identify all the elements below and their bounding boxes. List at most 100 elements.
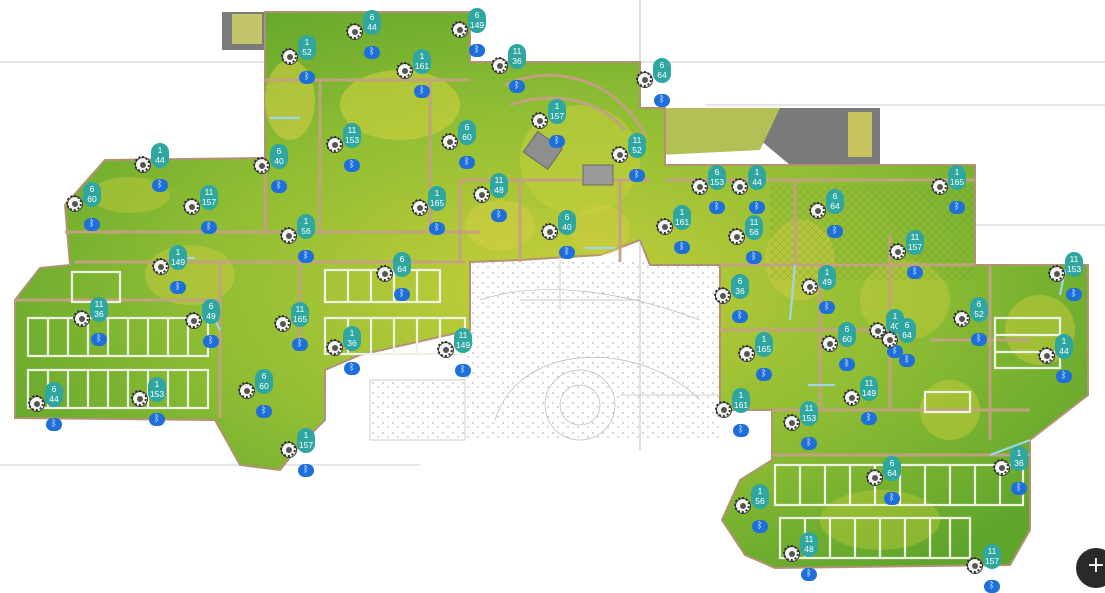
bluetooth-icon[interactable]: ᛒ [271,180,287,193]
bluetooth-icon[interactable]: ᛒ [549,135,565,148]
wifi-access-point-icon[interactable] [734,497,751,514]
bluetooth-icon[interactable]: ᛒ [152,179,168,192]
bluetooth-icon[interactable]: ᛒ [491,209,507,222]
bluetooth-icon[interactable]: ᛒ [733,424,749,437]
bluetooth-icon[interactable]: ᛒ [344,362,360,375]
wifi-access-point-icon[interactable] [1048,265,1065,282]
bluetooth-icon[interactable]: ᛒ [469,44,485,57]
wifi-access-point-icon[interactable] [656,218,673,235]
bluetooth-icon[interactable]: ᛒ [827,225,843,238]
wifi-access-point-icon[interactable] [152,258,169,275]
wifi-access-point-icon[interactable] [821,335,838,352]
wifi-access-point-icon[interactable] [731,178,748,195]
bluetooth-icon[interactable]: ᛒ [884,492,900,505]
bluetooth-icon[interactable]: ᛒ [394,288,410,301]
bluetooth-icon[interactable]: ᛒ [709,201,725,214]
wifi-access-point-icon[interactable] [783,545,800,562]
bluetooth-icon[interactable]: ᛒ [839,358,855,371]
wifi-access-point-icon[interactable] [274,315,291,332]
wifi-access-point-icon[interactable] [346,23,363,40]
bluetooth-icon[interactable]: ᛒ [674,241,690,254]
bluetooth-icon[interactable]: ᛒ [756,368,772,381]
wifi-access-point-icon[interactable] [691,178,708,195]
wifi-access-point-icon[interactable] [715,401,732,418]
bluetooth-icon[interactable]: ᛒ [654,94,670,107]
bluetooth-icon[interactable]: ᛒ [861,412,877,425]
bluetooth-icon[interactable]: ᛒ [509,80,525,93]
wifi-access-point-icon[interactable] [411,199,428,216]
bluetooth-icon[interactable]: ᛒ [299,71,315,84]
wifi-access-point-icon[interactable] [280,227,297,244]
bluetooth-icon[interactable]: ᛒ [256,405,272,418]
bluetooth-icon[interactable]: ᛒ [364,46,380,59]
bluetooth-icon[interactable]: ᛒ [1056,370,1072,383]
wifi-access-point-icon[interactable] [376,265,393,282]
bluetooth-icon[interactable]: ᛒ [203,335,219,348]
bluetooth-icon[interactable]: ᛒ [949,201,965,214]
wifi-access-point-icon[interactable] [238,382,255,399]
bluetooth-icon[interactable]: ᛒ [91,333,107,346]
wifi-access-point-icon[interactable] [134,156,151,173]
wifi-access-point-icon[interactable] [611,146,628,163]
bluetooth-icon[interactable]: ᛒ [749,201,765,214]
wifi-access-point-icon[interactable] [881,331,898,348]
bluetooth-icon[interactable]: ᛒ [887,345,903,358]
bluetooth-icon[interactable]: ᛒ [344,159,360,172]
wifi-access-point-icon[interactable] [183,198,200,215]
bluetooth-icon[interactable]: ᛒ [819,301,835,314]
wifi-access-point-icon[interactable] [396,62,413,79]
bluetooth-icon[interactable]: ᛒ [455,364,471,377]
bluetooth-icon[interactable]: ᛒ [414,85,430,98]
bluetooth-icon[interactable]: ᛒ [629,169,645,182]
wifi-access-point-icon[interactable] [866,469,883,486]
wifi-access-point-icon[interactable] [541,223,558,240]
bluetooth-icon[interactable]: ᛒ [298,250,314,263]
wifi-access-point-icon[interactable] [73,310,90,327]
bluetooth-icon[interactable]: ᛒ [459,156,475,169]
bluetooth-icon[interactable]: ᛒ [46,418,62,431]
bluetooth-icon[interactable]: ᛒ [971,333,987,346]
wifi-access-point-icon[interactable] [783,414,800,431]
wifi-access-point-icon[interactable] [253,157,270,174]
wifi-access-point-icon[interactable] [437,341,454,358]
wifi-access-point-icon[interactable] [728,228,745,245]
wifi-access-point-icon[interactable] [966,557,983,574]
wifi-access-point-icon[interactable] [993,459,1010,476]
bluetooth-icon[interactable]: ᛒ [149,413,165,426]
